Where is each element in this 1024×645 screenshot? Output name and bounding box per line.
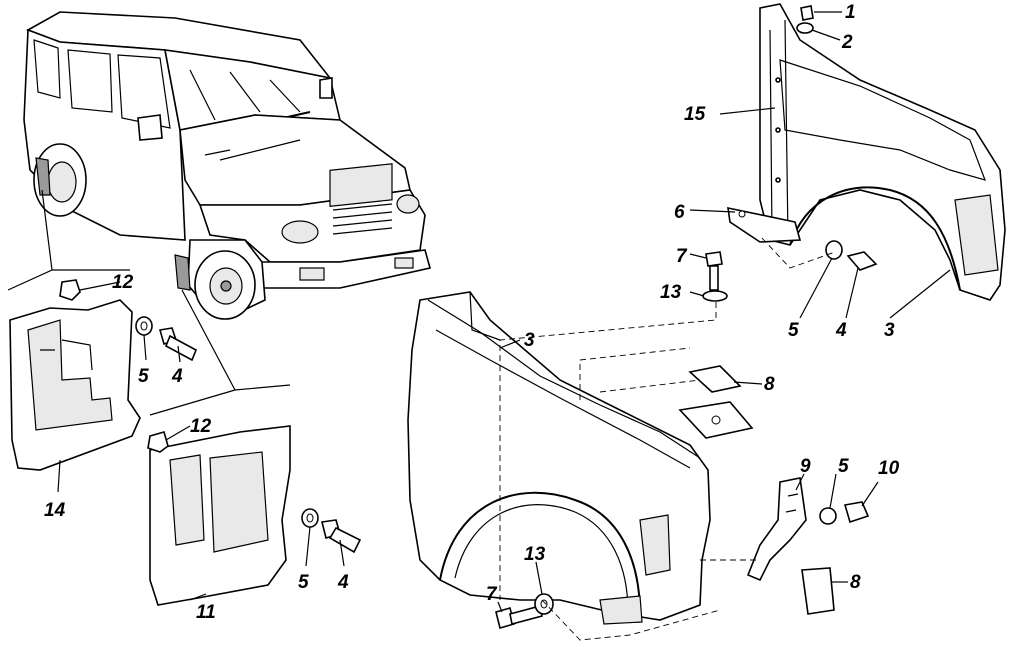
center-hardware — [147, 431, 362, 554]
callout-3-front: 3 — [524, 330, 535, 351]
callout-10: 10 — [878, 458, 900, 479]
callout-5-center: 5 — [298, 572, 309, 593]
callout-5-rear: 5 — [788, 320, 799, 341]
callout-leaders — [57, 11, 951, 613]
callout-labels: 1 2 15 6 7 13 5 4 3 3 8 9 5 10 8 13 7 12… — [44, 2, 900, 623]
callout-13-top: 13 — [660, 282, 682, 303]
leader-center-flap — [149, 289, 291, 416]
leader-left-flap — [7, 189, 130, 291]
callout-8-bottom: 8 — [850, 572, 861, 593]
callout-2: 2 — [841, 32, 853, 53]
callout-7-top: 7 — [676, 246, 688, 267]
callout-9: 9 — [800, 456, 811, 477]
callout-5-bracket: 5 — [838, 456, 849, 477]
callout-12-center: 12 — [190, 416, 212, 437]
callout-4-left: 4 — [171, 366, 183, 387]
callout-7-bottom: 7 — [486, 584, 498, 605]
callout-14: 14 — [44, 500, 66, 521]
clip-nut-bottom — [801, 567, 835, 615]
callout-15: 15 — [684, 104, 706, 125]
rear-hardware — [702, 5, 878, 302]
callout-4-center: 4 — [337, 572, 349, 593]
bracket-9 — [746, 477, 870, 582]
rear-fender — [759, 3, 1006, 301]
left-hardware — [59, 279, 198, 362]
callout-13-bottom: 13 — [524, 544, 546, 565]
clip-nuts-top — [678, 365, 754, 439]
mud-flap-front — [149, 425, 291, 606]
bottom-hardware — [495, 593, 554, 629]
callout-12-left: 12 — [112, 272, 134, 293]
callout-5-left: 5 — [138, 366, 149, 387]
front-fender — [407, 291, 711, 625]
callout-1: 1 — [845, 2, 856, 23]
vehicle-illustration — [23, 11, 431, 320]
callout-3-rear: 3 — [884, 320, 895, 341]
assembly-lines — [499, 237, 836, 641]
mud-flap-rear — [9, 299, 141, 471]
callout-8-top: 8 — [764, 374, 775, 395]
callout-11: 11 — [196, 602, 216, 623]
callout-6: 6 — [674, 202, 685, 223]
callout-4-rear: 4 — [835, 320, 847, 341]
